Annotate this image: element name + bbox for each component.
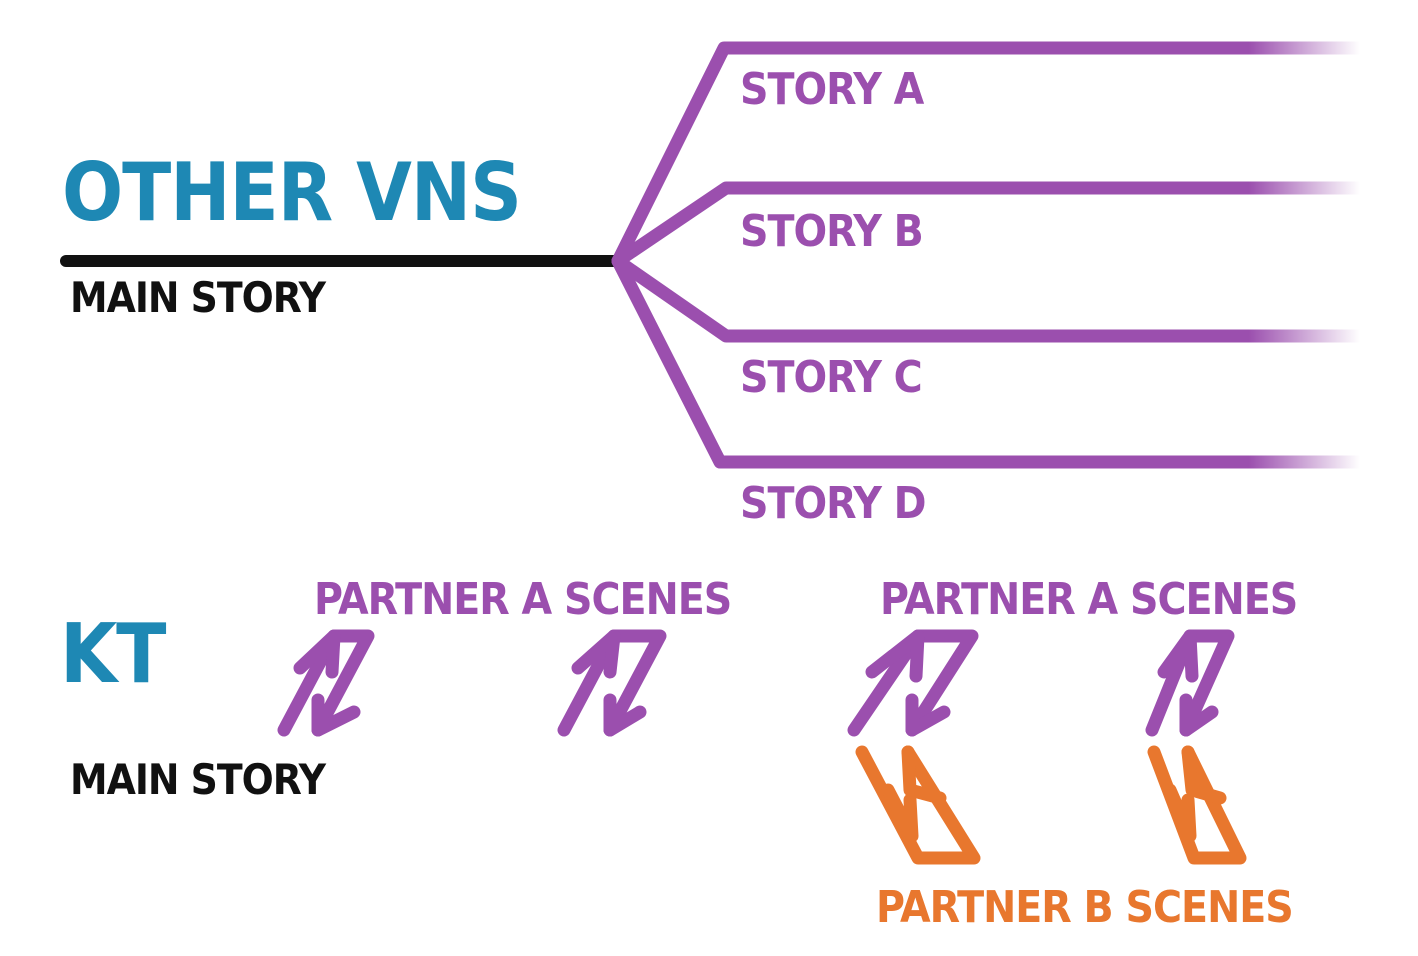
branch-label-story-b: STORY B	[740, 206, 923, 257]
partner-a-loop-4	[1145, 629, 1235, 737]
partner-a-loop-3	[847, 629, 979, 737]
partner-a-loop-1	[277, 629, 375, 737]
partner-a-scenes-label-2: PARTNER A SCENES	[880, 574, 1297, 625]
kt-heading: KT	[60, 607, 166, 702]
branch-label-story-c: STORY C	[740, 352, 922, 403]
branch-line-story-c	[611, 254, 1367, 343]
partner-a-loop-2	[557, 629, 667, 737]
bottom-main-story-label: MAIN STORY	[70, 755, 327, 804]
top-main-story-label: MAIN STORY	[70, 273, 327, 322]
other-vns-heading: OTHER VNS	[62, 146, 521, 239]
branch-label-story-a: STORY A	[740, 64, 925, 115]
branch-label-story-d: STORY D	[740, 478, 926, 529]
partner-b-loop-2	[1147, 745, 1247, 865]
partner-b-loop-1	[855, 745, 981, 865]
partner-a-scenes-label-1: PARTNER A SCENES	[314, 574, 731, 625]
partner-b-scenes-label: PARTNER B SCENES	[876, 882, 1293, 933]
branch-line-story-a	[611, 41, 1367, 268]
branch-line-story-d	[611, 254, 1367, 469]
branch-line-story-b	[611, 181, 1367, 268]
